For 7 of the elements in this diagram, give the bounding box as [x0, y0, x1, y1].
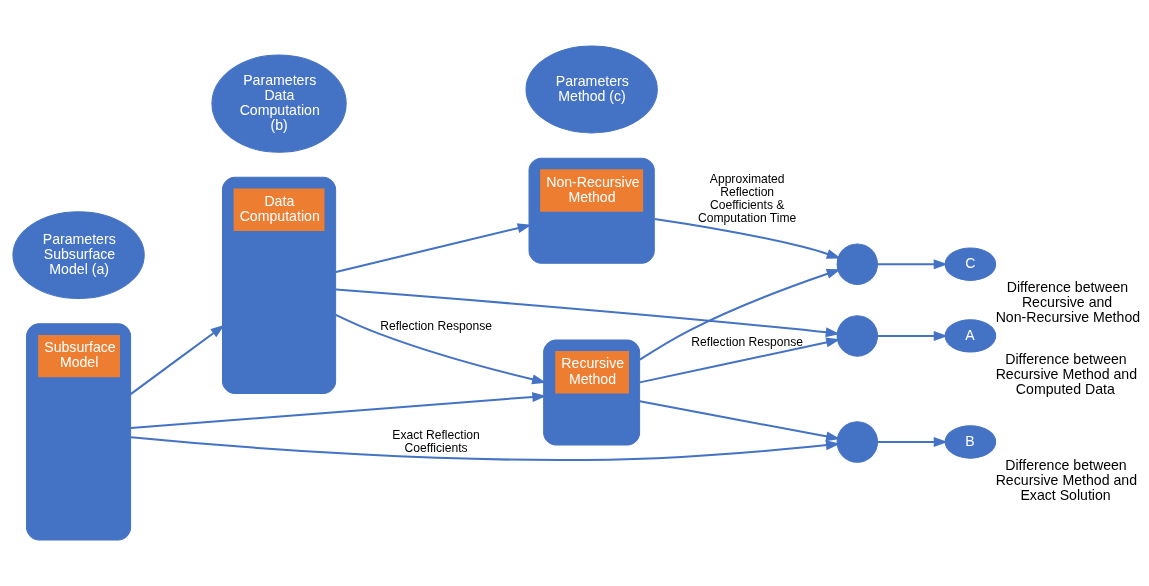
node-label: Difference between Recursive and Non-Recursive Method	[995, 278, 1141, 326]
edge-label: Reflection Response	[380, 319, 492, 334]
edge-label: Approximated Reflection Coefficients & Computation Time	[698, 172, 797, 226]
edge-label: Exact Reflection Coefficients	[392, 427, 480, 455]
edge-label: Reflection Response	[691, 334, 804, 349]
node-label: Difference between Recursive Method and Exact Solution	[995, 456, 1137, 504]
node-label: Difference between Recursive Method and Computed Data	[995, 350, 1137, 397]
